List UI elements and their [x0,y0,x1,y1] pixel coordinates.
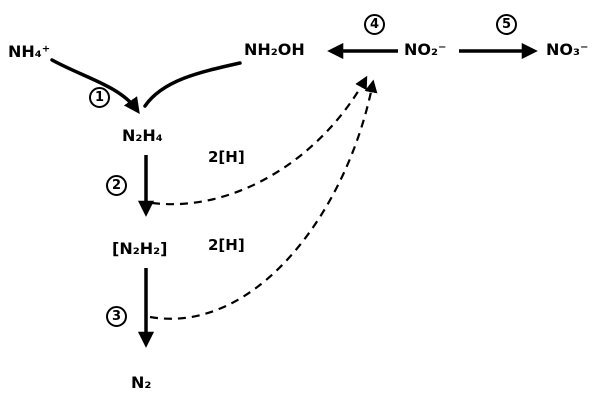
arrow-nh4-to-n2h4 [50,58,140,114]
step-badge-2: 2 [106,175,127,196]
label-n2h2: [N₂H₂] [112,239,168,258]
label-nh4: NH₄⁺ [8,42,51,61]
arrow-nh2oh-to-n2h4 [143,61,242,108]
label-n2: N₂ [131,373,152,392]
label-n2h4: N₂H₄ [122,126,163,145]
label-no2: NO₂⁻ [404,40,447,59]
label-no3: NO₃⁻ [546,40,589,59]
label-nh2oh: NH₂OH [244,40,305,59]
label-2h-step2: 2[H] [208,148,245,166]
step-badge-3: 3 [106,306,127,327]
step-badge-5: 5 [496,14,517,35]
step-badge-1: 1 [89,87,110,108]
dashed-arrow-step2-to-no2 [151,75,368,206]
step-badge-4: 4 [364,14,385,35]
dashed-arrow-step3-to-no2 [149,79,378,320]
label-2h-step3: 2[H] [208,236,245,254]
